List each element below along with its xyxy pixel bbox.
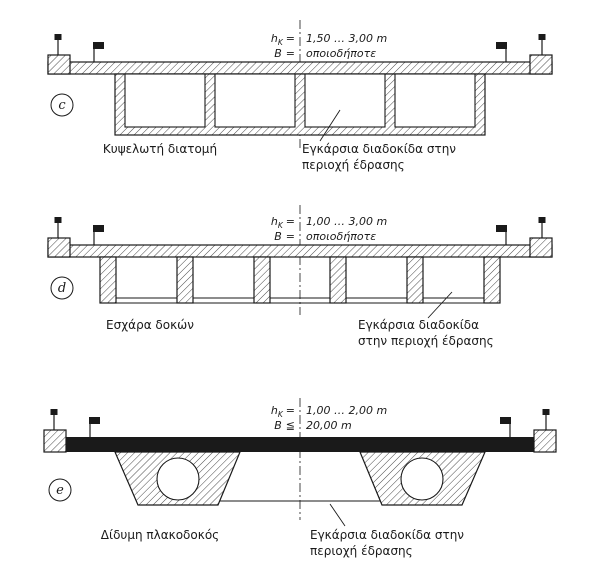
height-dimension-label: hK= bbox=[271, 404, 295, 419]
railing-post-icon bbox=[88, 416, 101, 438]
width-dimension-value: οποιοδήποτε bbox=[306, 230, 376, 243]
beam-web bbox=[253, 256, 271, 304]
box-cell bbox=[214, 73, 296, 128]
left-beam-void bbox=[156, 457, 200, 501]
height-dimension-value: 1,00 … 3,00 m bbox=[306, 215, 387, 228]
left-curb bbox=[43, 429, 67, 453]
caption-section-type: Δίδυμη πλακοδοκός bbox=[101, 528, 219, 542]
railing-bolt-icon bbox=[49, 408, 59, 431]
beam-web bbox=[176, 256, 194, 304]
railing-post-icon bbox=[92, 224, 105, 246]
diagram-d: d hK= 1,00 … 3,00 m B= οποιοδήποτε Εσχάρ… bbox=[47, 205, 553, 348]
diagram-e: e hK= 1,00 … 2,00 m B≦ 20,00 m Δίδυμη πλ… bbox=[43, 398, 557, 558]
diagram-letter-badge bbox=[50, 93, 74, 117]
beam-web bbox=[406, 256, 424, 304]
beam-web bbox=[99, 256, 117, 304]
railing-bolt-icon bbox=[53, 216, 63, 239]
railing-bolt-icon bbox=[53, 33, 63, 56]
beam-web bbox=[483, 256, 501, 304]
width-dimension-label: B≦ bbox=[274, 419, 295, 432]
railing-post-icon bbox=[499, 416, 512, 438]
diagram-letter: e bbox=[56, 483, 64, 498]
box-cell bbox=[394, 73, 476, 128]
caption-section-type: Εσχάρα δοκών bbox=[106, 318, 194, 332]
leader-line bbox=[329, 503, 346, 527]
railing-bolt-icon bbox=[537, 33, 547, 56]
caption-diaphragm-line2: στην περιοχή έδρασης bbox=[358, 334, 494, 348]
caption-diaphragm-line1: Εγκάρσια διαδοκίδα στην bbox=[302, 142, 456, 156]
height-dimension-value: 1,50 … 3,00 m bbox=[306, 32, 387, 45]
right-curb bbox=[533, 429, 557, 453]
deck-slab bbox=[47, 244, 553, 258]
caption-section-type: Κυψελωτή διατομή bbox=[103, 142, 217, 156]
deck-slab bbox=[44, 437, 556, 452]
height-dimension-label: hK= bbox=[271, 32, 295, 47]
width-dimension-value: 20,00 m bbox=[306, 419, 352, 432]
caption-diaphragm-line2: περιοχή έδρασης bbox=[302, 158, 405, 172]
caption-diaphragm-line1: Εγκάρσια διαδοκίδα στην bbox=[310, 528, 464, 542]
leader-line bbox=[319, 109, 341, 142]
caption-diaphragm-line1: Εγκάρσια διαδοκίδα bbox=[358, 318, 479, 332]
diagram-letter-badge bbox=[50, 276, 74, 300]
height-dimension-label: hK= bbox=[271, 215, 295, 230]
width-dimension-value: οποιοδήποτε bbox=[306, 47, 376, 60]
railing-post-icon bbox=[495, 224, 508, 246]
width-dimension-label: B= bbox=[274, 47, 295, 60]
left-curb bbox=[47, 237, 71, 258]
railing-bolt-icon bbox=[537, 216, 547, 239]
box-cell bbox=[124, 73, 206, 128]
diagram-letter: c bbox=[58, 98, 66, 113]
right-curb bbox=[529, 54, 553, 75]
railing-bolt-icon bbox=[541, 408, 551, 431]
diagram-letter-badge bbox=[48, 478, 72, 502]
deck-slab bbox=[47, 61, 553, 75]
leader-line bbox=[427, 291, 453, 319]
caption-diaphragm-line2: περιοχή έδρασης bbox=[310, 544, 413, 558]
right-beam-void bbox=[400, 457, 444, 501]
height-dimension-value: 1,00 … 2,00 m bbox=[306, 404, 387, 417]
beam-web bbox=[329, 256, 347, 304]
diagram-letter: d bbox=[58, 281, 66, 296]
right-curb bbox=[529, 237, 553, 258]
diagram-c: c hK= 1,50 … 3,00 m B= οποιοδήποτε Κυψελ… bbox=[47, 20, 553, 172]
box-cell bbox=[304, 73, 386, 128]
left-curb bbox=[47, 54, 71, 75]
railing-post-icon bbox=[92, 41, 105, 63]
width-dimension-label: B= bbox=[274, 230, 295, 243]
railing-post-icon bbox=[495, 41, 508, 63]
